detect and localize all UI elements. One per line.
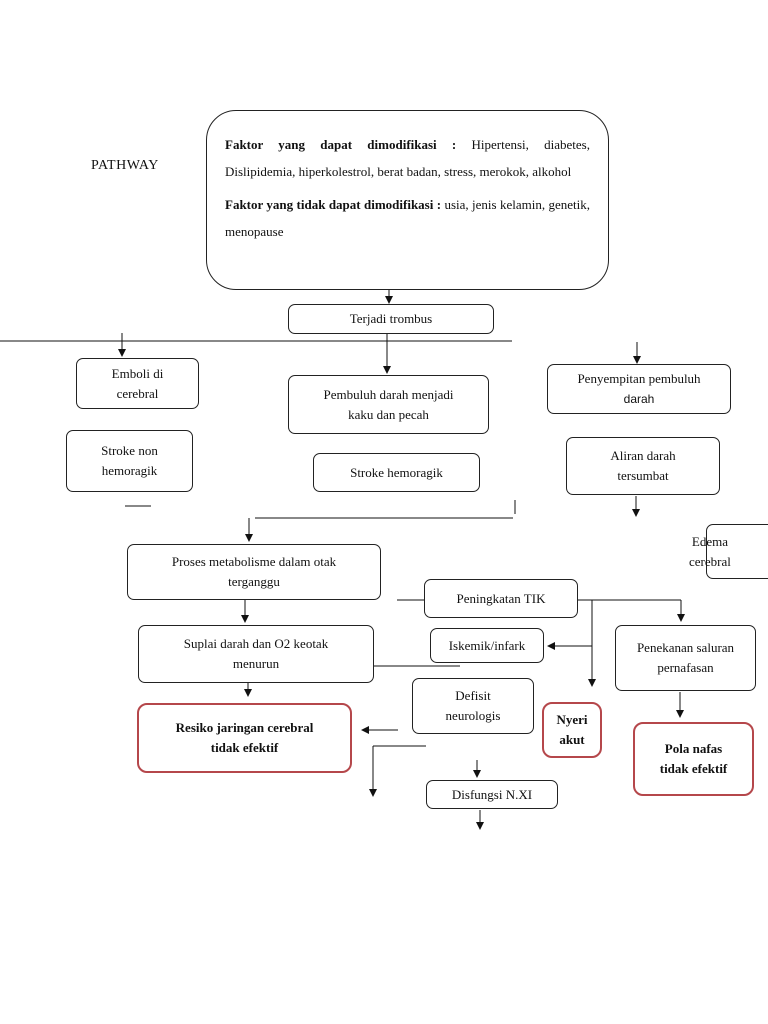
suplai-line2: menurun xyxy=(232,656,280,671)
node-pembuluh-darah: Pembuluh darah menjadi kaku dan pecah xyxy=(288,375,489,434)
aliran-line1: Aliran darah xyxy=(610,448,676,463)
nyeri-line2: akut xyxy=(559,732,585,747)
edema-line1: Edema xyxy=(691,533,728,549)
non-modifiable-label: Faktor yang tidak dapat dimodifikasi : xyxy=(225,197,442,212)
pola-line1: Pola nafas xyxy=(664,741,723,756)
diagnosis-resiko-jaringan-cerebral: Resiko jaringan cerebral tidak efektif xyxy=(137,703,352,773)
node-stroke-non-hemoragik: Stroke non hemoragik xyxy=(66,430,193,492)
penekanan-line1: Penekanan saluran xyxy=(636,640,735,655)
node-terjadi-trombus: Terjadi trombus xyxy=(288,304,494,334)
emboli-line1: Emboli di xyxy=(111,365,164,381)
node-defisit-neurologis: Defisit neurologis xyxy=(412,678,534,734)
diagnosis-pola-nafas: Pola nafas tidak efektif xyxy=(633,722,754,796)
node-edema-cerebral: Edema cerebral xyxy=(689,524,768,579)
node-aliran-darah: Aliran darah tersumbat xyxy=(566,437,720,495)
aliran-line2: tersumbat xyxy=(617,468,669,483)
non-modifiable-factors: Faktor yang tidak dapat dimodifikasi : u… xyxy=(225,191,590,245)
defisit-line1: Defisit xyxy=(455,688,491,703)
node-penyempitan-pembuluh: Penyempitan pembuluh darah xyxy=(547,364,731,414)
stroke-non-line1: Stroke non xyxy=(101,443,158,458)
diagnosis-nyeri-akut: Nyeri akut xyxy=(542,702,602,758)
modifiable-text: Hipertensi, diabetes, Dislipidemia, hipe… xyxy=(225,137,590,179)
node-iskemik-infark: Iskemik/infark xyxy=(430,628,544,663)
resiko-line2: tidak efektif xyxy=(210,740,279,755)
edema-line2: cerebral xyxy=(689,553,731,569)
resiko-line1: Resiko jaringan cerebral xyxy=(175,720,314,735)
modifiable-label: Faktor yang dapat dimodifikasi : xyxy=(225,137,457,152)
penekanan-line2: pernafasan xyxy=(657,660,714,675)
node-emboli-cerebral: Emboli di cerebral xyxy=(76,358,199,409)
stroke-non-line2: hemoragik xyxy=(101,463,158,478)
pola-line2: tidak efektif xyxy=(659,761,728,776)
suplai-line1: Suplai darah dan O2 keotak xyxy=(183,636,329,651)
modifiable-factors: Faktor yang dapat dimodifikasi : Hiperte… xyxy=(225,131,590,185)
defisit-line2: neurologis xyxy=(445,708,501,723)
pembuluh-line1: Pembuluh darah menjadi xyxy=(323,386,454,402)
non-modifiable-text: usia, jenis kelamin, genetik, menopause xyxy=(225,197,591,239)
node-stroke-hemoragik: Stroke hemoragik xyxy=(313,453,480,492)
node-penekanan-saluran: Penekanan saluran pernafasan xyxy=(615,625,756,691)
emboli-line2: cerebral xyxy=(116,385,159,401)
node-proses-metabolisme: Proses metabolisme dalam otak terganggu xyxy=(127,544,381,600)
pathway-title: PATHWAY xyxy=(91,158,159,173)
nyeri-line1: Nyeri xyxy=(556,712,588,727)
penyempitan-line1: Penyempitan pembuluh xyxy=(577,371,701,386)
proses-line2: terganggu xyxy=(228,574,280,589)
node-suplai-darah: Suplai darah dan O2 keotak menurun xyxy=(138,625,374,683)
pembuluh-line2: kaku dan pecah xyxy=(348,406,429,422)
proses-line1: Proses metabolisme dalam otak xyxy=(171,554,337,569)
node-peningkatan-tik: Peningkatan TIK xyxy=(424,579,578,618)
penyempitan-line2: darah xyxy=(623,392,655,406)
node-disfungsi-nxi: Disfungsi N.XI xyxy=(426,780,558,809)
risk-factors-box: Faktor yang dapat dimodifikasi : Hiperte… xyxy=(206,110,609,290)
